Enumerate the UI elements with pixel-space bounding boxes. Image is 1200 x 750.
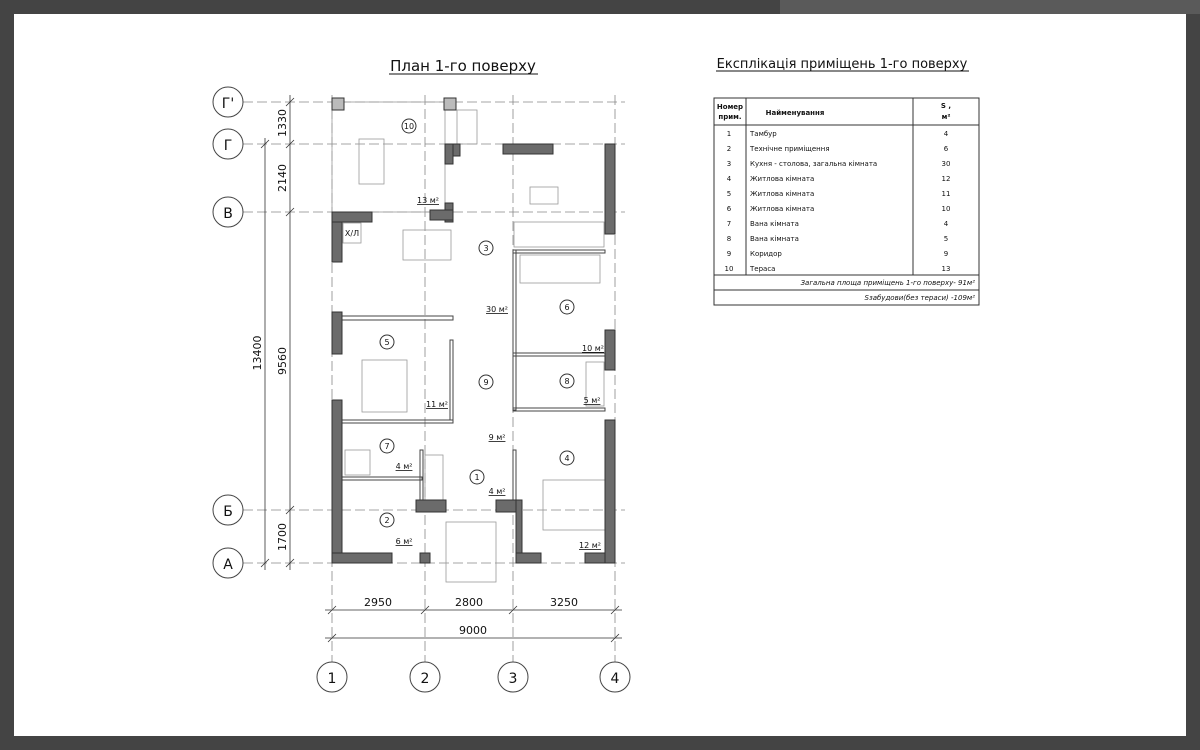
room-number: 7 [384, 442, 389, 451]
grid-label: Б [223, 504, 233, 520]
header-name: Найменування [766, 109, 825, 117]
room-number: 9 [483, 378, 488, 387]
dim-13400: 13400 [251, 336, 264, 371]
table-cell-name: Тераса [749, 265, 775, 273]
table-cell-area: 4 [944, 130, 949, 138]
explication-title: Експлікація приміщень 1-го поверху [717, 57, 968, 72]
table-cell-area: 11 [942, 190, 951, 198]
table-cell-num: 6 [727, 205, 732, 213]
room-labels: 10 3 6 5 9 8 7 4 1 2 [379, 118, 575, 528]
dim-9000: 9000 [459, 624, 487, 637]
dim-3250: 3250 [550, 596, 578, 609]
dim-1330: 1330 [276, 109, 289, 137]
table-cell-num: 10 [725, 265, 734, 273]
dimension-lines [260, 95, 622, 643]
header-area: м² [942, 113, 951, 121]
grid-row-bubbles: Г' Г В Б А [212, 86, 244, 579]
table-cell-num: 3 [727, 160, 731, 168]
room-number: 4 [564, 454, 569, 463]
table-cell-area: 6 [944, 145, 949, 153]
terrace [331, 97, 497, 583]
exterior-walls [331, 143, 616, 564]
table-cell-area: 9 [944, 250, 948, 258]
header-num: Номер [717, 103, 743, 111]
grid-label: А [223, 557, 233, 573]
room-number: 2 [384, 516, 389, 525]
area-label: 30 м² [486, 305, 508, 314]
dim-9560: 9560 [276, 347, 289, 375]
area-label: 11 м² [426, 400, 448, 409]
fridge-label: Х/Л [345, 229, 359, 238]
area-label: 6 м² [396, 537, 413, 546]
dim-2140: 2140 [276, 164, 289, 192]
table-cell-name: Вана кімната [750, 220, 799, 228]
table-cell-name: Технічне приміщення [749, 145, 830, 153]
table-cell-name: Тамбур [749, 130, 777, 138]
grid-col-bubbles: 1 2 3 4 [316, 661, 631, 693]
table-cell-name: Вана кімната [750, 235, 799, 243]
table-cell-area: 10 [942, 205, 951, 213]
table-cell-num: 5 [727, 190, 731, 198]
dim-2800: 2800 [455, 596, 483, 609]
window-top-strip [780, 0, 1200, 14]
table-cell-num: 2 [727, 145, 731, 153]
table-cell-area: 12 [942, 175, 951, 183]
table-cell-num: 9 [727, 250, 731, 258]
area-label: 10 м² [582, 344, 604, 353]
table-cell-area: 30 [942, 160, 951, 168]
grid-label: Г' [222, 96, 234, 112]
dim-2950: 2950 [364, 596, 392, 609]
total-area: Загальна площа приміщень 1-го поверху- 9… [801, 279, 976, 287]
explication-table: Номер прим. Найменування S , м² 1 Тамбур 4… [713, 97, 980, 306]
table-cell-name: Житлова кімната [750, 190, 814, 198]
room-number: 6 [564, 303, 569, 312]
grid-label: 4 [611, 671, 620, 687]
grid-label: Г [224, 138, 233, 154]
room-number: 3 [483, 244, 488, 253]
table-cell-name: Житлова кімната [750, 205, 814, 213]
area-label: 9 м² [489, 433, 506, 442]
room-number: 5 [384, 338, 389, 347]
room-number: 1 [474, 473, 479, 482]
grid-label: 3 [509, 671, 518, 687]
table-cell-area: 5 [944, 235, 948, 243]
drawing-sheet [14, 14, 1186, 736]
table-cell-area: 4 [944, 220, 949, 228]
header-area: S , [941, 102, 951, 110]
plan-title: План 1-го поверху [390, 57, 536, 75]
table-cell-num: 8 [727, 235, 731, 243]
table-cell-num: 4 [727, 175, 732, 183]
area-label: 4 м² [489, 487, 506, 496]
grid-label: 2 [421, 671, 430, 687]
area-label: 4 м² [396, 462, 413, 471]
grid-label: В [223, 206, 233, 222]
header-num: прим. [718, 113, 741, 121]
table-cell-name: Коридор [750, 250, 782, 258]
area-label: 12 м² [579, 541, 601, 550]
grid-label: 1 [328, 671, 337, 687]
room-number: 10 [404, 122, 414, 131]
area-label: 13 м² [417, 196, 439, 205]
table-cell-area: 13 [942, 265, 951, 273]
room-number: 8 [564, 377, 569, 386]
table-cell-name: Житлова кімната [750, 175, 814, 183]
built-area: Sзабудови(без тераси) -109м² [865, 294, 976, 302]
table-cell-num: 7 [727, 220, 731, 228]
table-cell-name: Кухня - столова, загальна кімната [750, 160, 877, 168]
dim-1700: 1700 [276, 523, 289, 551]
area-labels: 13 м² 30 м² 10 м² 11 м² 5 м² 9 м² 4 м² 4… [345, 196, 604, 550]
area-label: 5 м² [584, 396, 601, 405]
table-cell-num: 1 [727, 130, 731, 138]
